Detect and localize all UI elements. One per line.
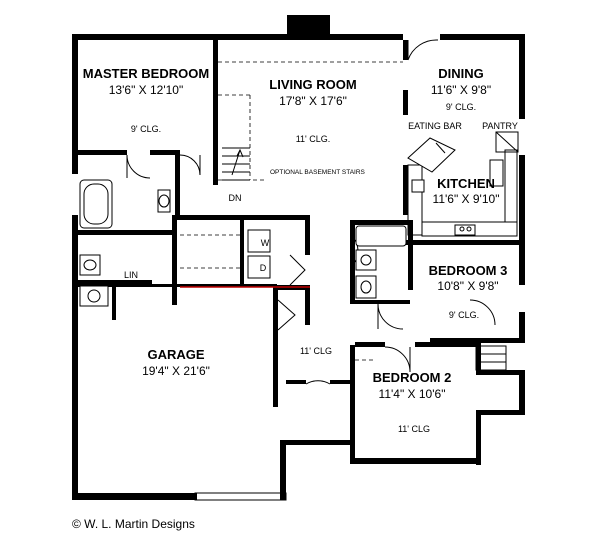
chimney <box>287 15 330 40</box>
master-bedroom-dims: 13'6" X 12'10" <box>109 83 184 97</box>
kitchen-dims: 11'6" X 9'10" <box>433 192 500 206</box>
dining-label: DINING <box>438 66 484 81</box>
bedroom2-ceiling: 11' CLG <box>398 424 430 434</box>
exterior-walls <box>72 34 525 501</box>
linen-label: LIN <box>124 270 138 280</box>
bedroom3-ceiling: 9' CLG. <box>449 310 479 320</box>
dryer-label: D <box>260 263 267 273</box>
living-room-dims: 17'8" X 17'6" <box>279 94 347 108</box>
bedroom2-label: BEDROOM 2 <box>373 370 452 385</box>
garage-dims: 19'4" X 21'6" <box>142 364 210 378</box>
copyright-text: © W. L. Martin Designs <box>72 517 195 531</box>
garage-label: GARAGE <box>147 347 204 362</box>
hall-ceiling-label: 11' CLG <box>300 346 332 356</box>
kitchen-label: KITCHEN <box>437 176 495 191</box>
dining-ceiling: 9' CLG. <box>446 102 476 112</box>
pantry-label: PANTRY <box>482 121 518 131</box>
master-bedroom-ceiling: 9' CLG. <box>131 124 161 134</box>
fixtures <box>79 61 519 371</box>
eating-bar-label: EATING BAR <box>408 121 462 131</box>
stairs-down-label: DN <box>229 193 242 203</box>
bedroom3-dims: 10'8" X 9'8" <box>437 279 498 293</box>
dining-dims: 11'6" X 9'8" <box>431 83 491 97</box>
living-room-label: LIVING ROOM <box>269 77 356 92</box>
master-bedroom-label: MASTER BEDROOM <box>83 66 209 81</box>
optional-stairs-label: OPTIONAL BASEMENT STAIRS <box>270 169 366 176</box>
living-room-ceiling: 11' CLG. <box>296 134 331 144</box>
bedroom2-dims: 11'4" X 10'6" <box>379 387 446 401</box>
washer-label: W <box>261 238 270 248</box>
bedroom3-label: BEDROOM 3 <box>429 263 508 278</box>
